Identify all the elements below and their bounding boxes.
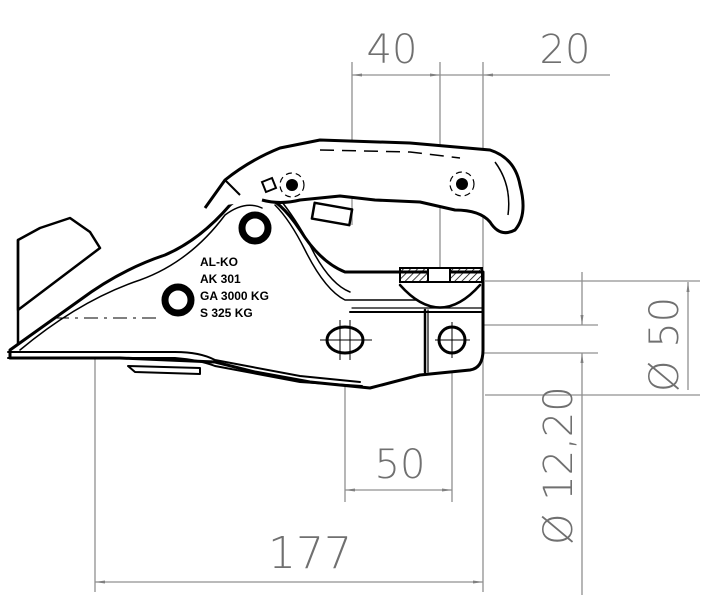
- nameplate-support-load: S 325 KG: [200, 306, 253, 320]
- dimension-hole-diameter-label: Ø 12,20: [536, 386, 582, 545]
- dimension-20-label: 20: [540, 27, 591, 73]
- dimension-hole-diameter: Ø 12,20: [536, 272, 584, 595]
- nameplate-model: AK 301: [200, 272, 241, 286]
- nameplate-brand: AL-KO: [200, 255, 238, 269]
- dimension-50: 50: [345, 442, 452, 492]
- body-holes: [161, 211, 470, 360]
- nameplate-gross-weight: GA 3000 KG: [200, 289, 269, 303]
- dimension-40-label: 40: [367, 27, 418, 73]
- nameplate: AL-KO AK 301 GA 3000 KG S 325 KG: [200, 255, 269, 320]
- dimension-20: 20: [440, 27, 610, 77]
- coupling-handle: [203, 138, 525, 235]
- dimension-40: 40: [352, 27, 440, 77]
- dimension-ball-diameter-label: Ø 50: [642, 297, 688, 392]
- dimension-177: 177: [95, 528, 483, 584]
- dimension-ball-diameter: Ø 50: [642, 282, 690, 392]
- dimension-50-label: 50: [375, 442, 426, 488]
- pivot-pins: [260, 171, 475, 198]
- dimension-177-label: 177: [268, 528, 352, 579]
- hatched-section: [399, 267, 483, 283]
